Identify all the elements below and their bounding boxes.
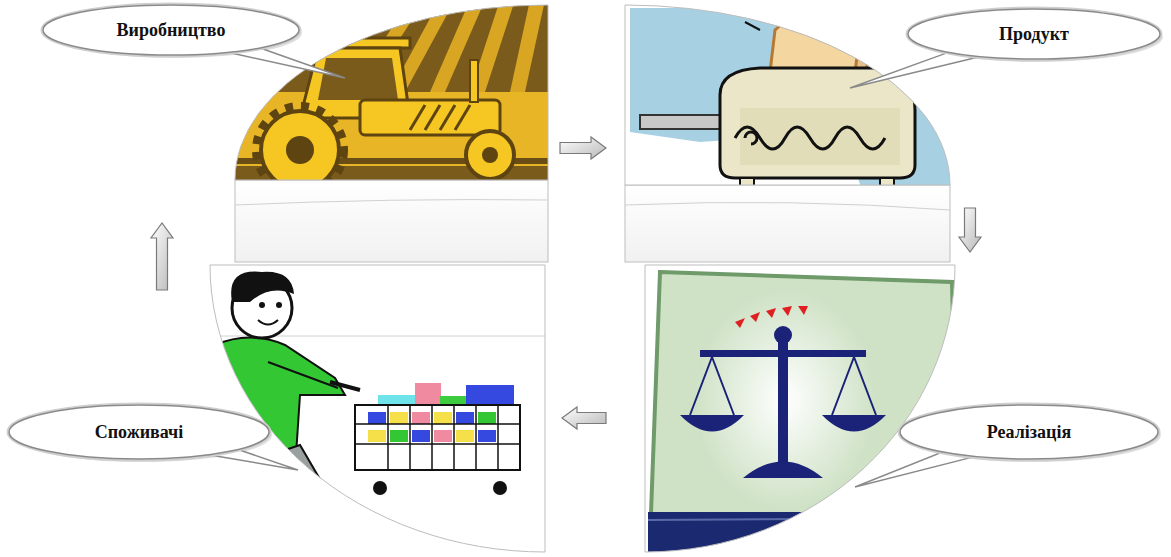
drawing-part [268,362,338,388]
drawing-part [695,290,875,510]
drawing-part [368,412,386,424]
drawing-part [648,518,958,520]
quadrant-outline [210,265,545,552]
scales-picture [640,260,960,557]
quadrant-node: Реалізація [644,265,958,553]
drawing-part [466,131,514,179]
callout-tail [850,52,983,88]
callout-rim [899,404,1160,461]
drawing-part [205,260,550,557]
callout-rim [42,4,301,57]
callout-rim [8,404,271,461]
drawing-part [740,108,900,165]
drawing-part [355,405,520,470]
drawing-part [470,60,478,102]
drawing-part [625,185,950,262]
drawing-part [355,405,520,470]
callout-ellipse [9,405,269,459]
drawing-part [205,500,305,557]
drawing-part [256,106,344,194]
drawing-part [410,105,470,130]
drawing-part [412,412,430,424]
drawing-part [360,100,500,135]
quadrant-side [235,180,950,262]
drawing-part [235,200,548,205]
drawing-part [412,430,430,442]
drawing-part [456,430,474,442]
drawing-part [261,111,339,189]
callout-ellipse [43,5,299,55]
drawing-part [680,415,744,432]
block-arrow [959,208,981,252]
block-arrow [151,223,173,290]
drawing-part [318,58,398,100]
drawing-part [434,412,452,424]
drawing-part [766,308,776,318]
drawing-part [493,481,507,495]
drawing-part [625,202,950,210]
callout-bubble: Споживачі [6,402,272,462]
callout-label: Реалізація [987,422,1071,443]
drawing-part [798,306,808,315]
drawing-part [648,512,958,557]
drawing-part [456,412,474,424]
callout-ellipse [908,9,1160,59]
drawing-part [770,19,860,72]
drawing-part [478,430,496,442]
drawing-part [276,302,282,308]
drawing-part [258,320,278,325]
callout-bubble: Реалізація [897,402,1161,462]
drawing-part [231,272,294,302]
quadrant-node: Споживачі [208,265,548,553]
drawing-part [434,430,452,442]
quadrant-outline [625,5,950,185]
callout-ellipse [900,405,1158,459]
drawing-part [390,412,408,424]
drawing-part [822,415,886,432]
toaster-picture [620,0,955,190]
drawing-part [743,462,823,479]
drawing-part [259,302,265,308]
block-arrow [560,137,606,159]
block-arrow [562,407,606,429]
shopper-picture [205,260,550,557]
quadrant-node: Продукт [624,5,952,263]
drawing-part [750,312,760,322]
callout-bubble: Продукт [905,6,1163,62]
callout-bubble: Виробництво [40,2,302,58]
drawing-part [620,0,955,190]
drawing-part [690,357,876,415]
quadrant-outline [645,265,955,552]
drawing-part [373,481,387,495]
drawing-part [640,260,960,557]
drawing-part [482,147,498,163]
drawing-part [745,22,918,45]
drawing-part [782,306,792,316]
callout-rim [907,8,1162,61]
drawing-part [745,132,757,144]
callout-label: Продукт [999,24,1069,45]
drawing-part [390,430,408,442]
drawing-part [735,127,885,149]
drawing-part [330,382,360,390]
drawing-part [735,318,745,328]
drawing-part [368,430,386,442]
drawing-part [720,68,915,178]
callout-label: Виробництво [117,20,226,41]
drawing-part [650,272,958,540]
drawing-part [478,412,496,424]
drawing-part [235,180,548,262]
drawing-part [286,136,314,164]
callout-label: Споживачі [95,422,184,443]
drawing-part [778,340,788,465]
drawing-part [700,350,866,357]
drawing-part [640,115,725,129]
drawing-part [510,0,545,92]
quadrant-node: Виробництво [232,5,550,263]
